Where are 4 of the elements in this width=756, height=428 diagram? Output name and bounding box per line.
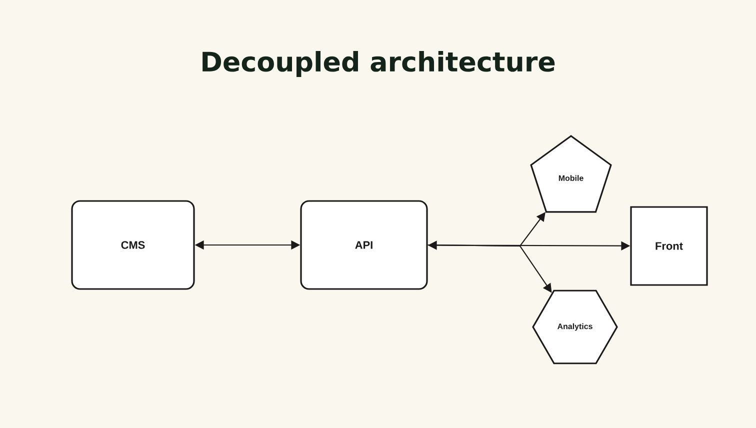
front-box: Front [630, 206, 708, 286]
title: Decoupled architecture [202, 51, 555, 78]
cms-box: CMS [71, 200, 195, 290]
api-box: API [300, 200, 428, 290]
